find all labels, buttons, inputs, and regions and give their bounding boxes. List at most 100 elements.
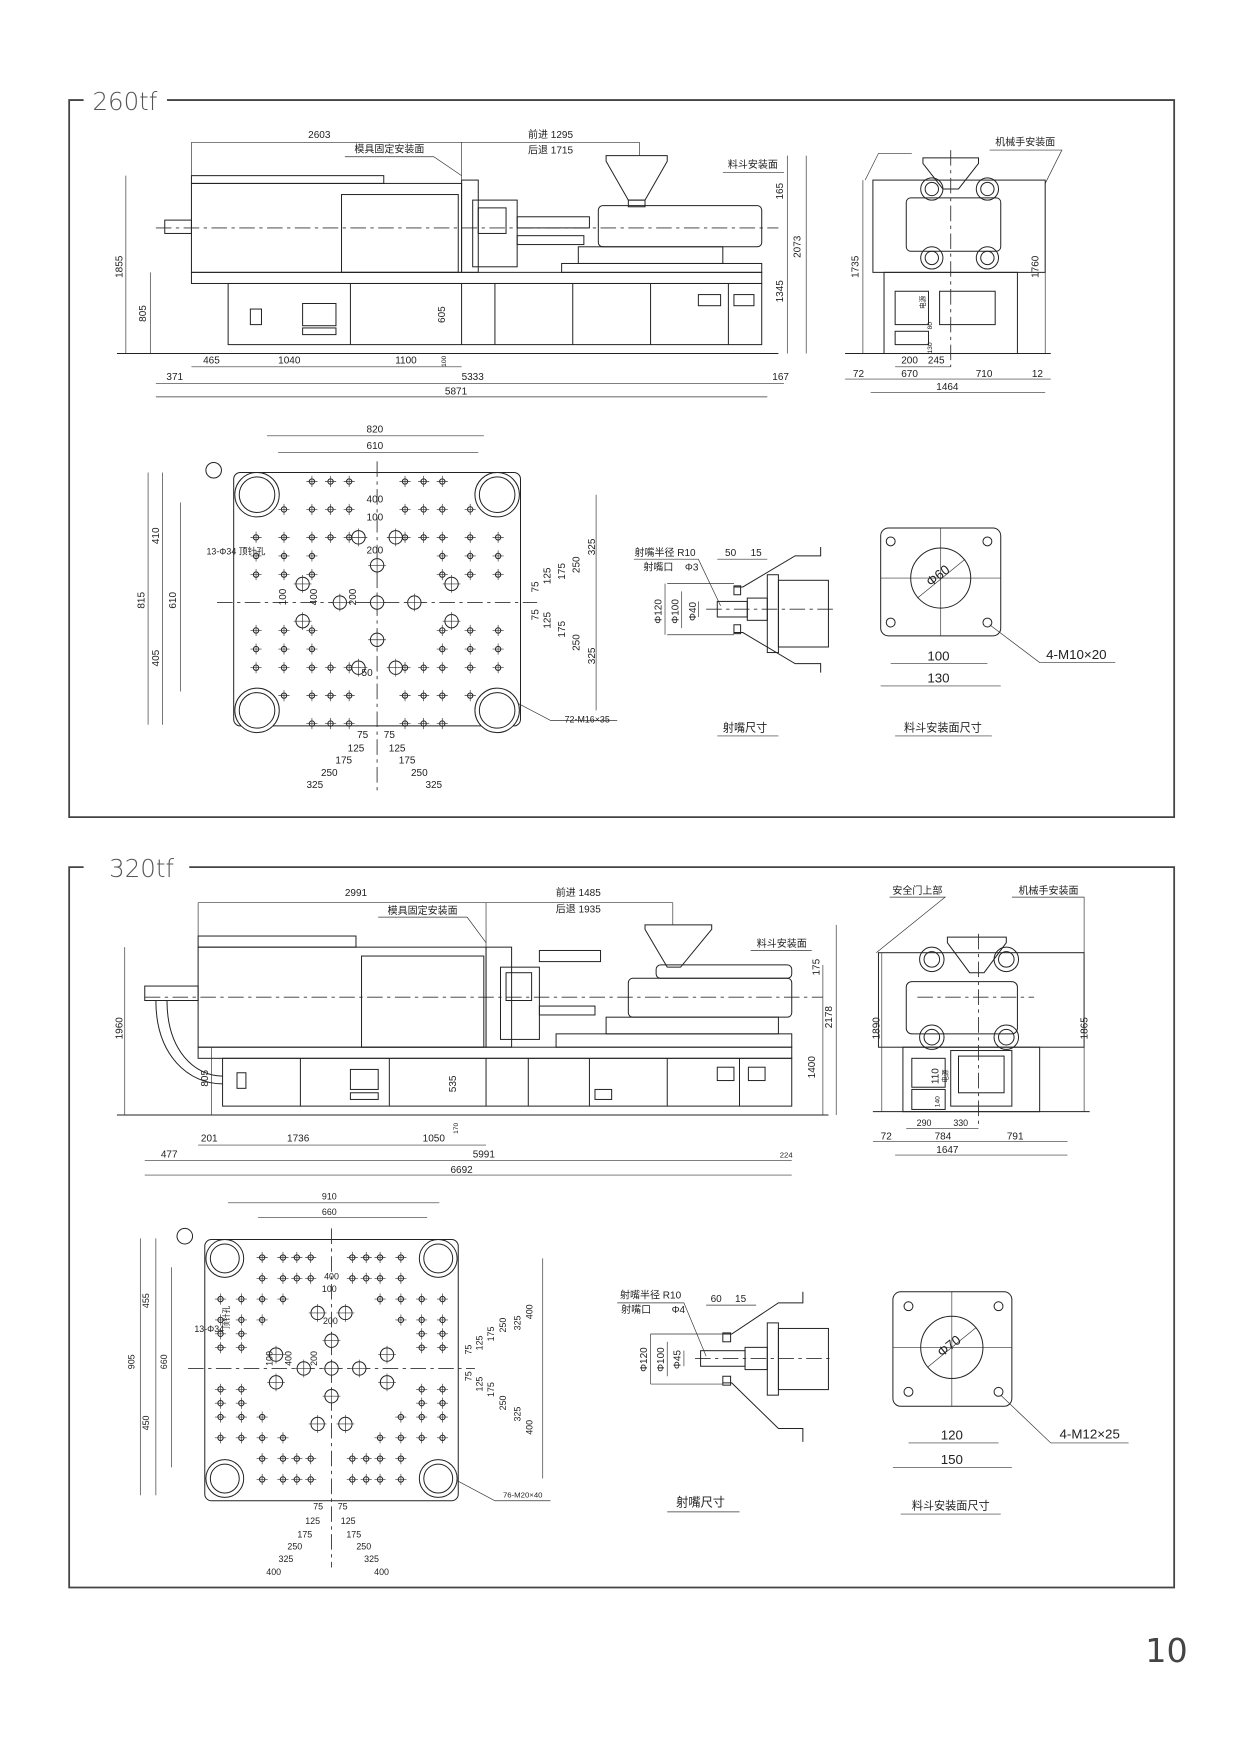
ejector-holes-label: 13-Φ34 — [194, 1324, 224, 1334]
tapped-hole-cross — [277, 1473, 289, 1486]
tapped-hole-cross — [464, 531, 476, 543]
tie-bar-hole — [418, 1239, 458, 1278]
tapped-hole-cross — [395, 1272, 407, 1284]
tapped-hole-cross — [416, 1411, 428, 1423]
dim-label: 100 — [278, 588, 289, 605]
ejector-hole-cross — [368, 630, 386, 649]
dim-label: 130 — [927, 342, 934, 353]
hopper-caption: 料斗安装面尺寸 — [912, 1499, 990, 1513]
tapped-hole-cross — [346, 1473, 358, 1486]
tapped-hole-cross — [306, 569, 318, 581]
tapped-hole-cross — [250, 643, 262, 655]
dim-label: 75 — [357, 730, 369, 741]
tapped-hole-cross — [374, 1453, 386, 1465]
hopper-bore-label: Φ60 — [923, 562, 952, 590]
dim-label: 175 — [399, 756, 416, 767]
tapped-hole-cross — [235, 1397, 247, 1409]
dim-label: 100 — [367, 512, 384, 523]
tapped-hole-cross — [418, 531, 430, 543]
ejector-hole-cross — [293, 612, 312, 631]
dim-label: 15 — [735, 1294, 747, 1305]
tapped-hole-cross — [250, 662, 262, 674]
nozzle-orifice-label: 射嘴口 — [621, 1304, 651, 1316]
tapped-hole-cross — [399, 503, 411, 515]
tapped-hole-cross — [346, 1251, 358, 1264]
tapped-hole-cross — [235, 1328, 247, 1340]
length-front-label: 2603 — [308, 130, 331, 141]
dim-label: 175 — [486, 1327, 496, 1342]
tapped-hole-cross — [464, 550, 476, 562]
dim-label: 1960 — [115, 1017, 126, 1040]
tie-bar-hole — [474, 687, 520, 734]
dim-label: 5991 — [473, 1149, 496, 1160]
dim-label: 791 — [1007, 1131, 1024, 1142]
dim-label: 660 — [159, 1354, 169, 1369]
dim-label: 250 — [411, 768, 428, 779]
ejector-holes-label: 13-Φ34 顶针孔 — [206, 546, 265, 557]
tie-bar-hole-inner — [478, 476, 516, 513]
tapped-hole-cross — [306, 690, 318, 702]
section-title: 320tf — [109, 854, 174, 883]
dim-label: 200 — [348, 588, 359, 605]
tapped-hole-cross — [343, 503, 355, 515]
tapped-hole-cross — [436, 1397, 449, 1409]
tapped-hole-cross — [278, 503, 290, 515]
dim-label: 1735 — [850, 255, 861, 278]
tapped-hole-cross — [250, 624, 262, 637]
panel-320tf: 320tf — [68, 854, 1176, 1589]
panel-frame — [68, 866, 1176, 1589]
tapped-hole-cross — [291, 1453, 303, 1465]
tapped-hole-cross — [416, 1432, 428, 1444]
dim-label: 535 — [448, 1075, 459, 1092]
bolt-spec-label: 4-M12×25 — [1059, 1427, 1119, 1442]
tapped-hole-cross — [250, 550, 262, 562]
tapped-hole-cross — [360, 1272, 372, 1284]
dim-label: 245 — [928, 356, 945, 367]
end-view-drawing — [872, 896, 1090, 1156]
dim-label: 1736 — [287, 1134, 310, 1145]
panel-frame — [68, 99, 1176, 818]
dim-label: 1050 — [423, 1134, 446, 1145]
end-view-drawing — [845, 149, 1063, 393]
hopper-caption: 料斗安装面尺寸 — [904, 720, 982, 734]
tapped-hole-cross — [436, 1314, 449, 1326]
tapped-hole-cross — [346, 1272, 358, 1284]
dim-label: Φ45 — [673, 1350, 684, 1370]
tapped-hole-cross — [214, 1411, 227, 1423]
tapped-hole-cross — [416, 1397, 428, 1409]
tapped-hole-cross — [256, 1314, 268, 1326]
platen-drawing — [139, 1202, 551, 1568]
tapped-hole-cross — [256, 1251, 268, 1264]
lifting-eye — [176, 1227, 194, 1245]
safety-door-label: 安全门上部 — [892, 884, 942, 897]
dim-label: 1345 — [775, 280, 786, 303]
tapped-hole-cross — [277, 1251, 289, 1264]
dim-label: 165 — [775, 182, 786, 199]
tapped-hole-cross — [436, 1383, 449, 1395]
platen-drawing — [147, 435, 618, 793]
dim-label: 450 — [141, 1415, 151, 1430]
tapped-hole-cross — [416, 1342, 428, 1354]
advance-stroke-label: 前进 1485 — [556, 886, 601, 899]
dim-label: 200 — [323, 1316, 338, 1326]
tapped-hole-cross — [418, 475, 430, 488]
tie-bar-hole — [205, 1459, 245, 1498]
dim-label: Φ40 — [688, 601, 699, 621]
tapped-hole-cross — [464, 662, 476, 674]
tapped-hole-cross — [343, 690, 355, 702]
tapped-hole-cross — [305, 1453, 317, 1465]
tie-bar-hole-inner — [478, 692, 516, 729]
dim-label: 175 — [335, 756, 352, 767]
panel-260tf: 260tf — [68, 87, 1176, 818]
nozzle-caption: 射嘴尺寸 — [676, 1494, 725, 1509]
dim-label: Φ100 — [670, 599, 681, 624]
tapped-hole-cross — [306, 503, 318, 515]
dim-label: 400 — [525, 1420, 535, 1435]
dim-label: 125 — [475, 1377, 485, 1392]
tie-bar-hole-inner — [423, 1463, 454, 1494]
tapped-hole-cross — [395, 1411, 407, 1423]
tapped-hole-cross — [416, 1328, 428, 1340]
dim-label: 2073 — [793, 235, 804, 258]
tapped-hole-cross — [214, 1397, 227, 1409]
tapped-hole-cross — [306, 662, 318, 674]
